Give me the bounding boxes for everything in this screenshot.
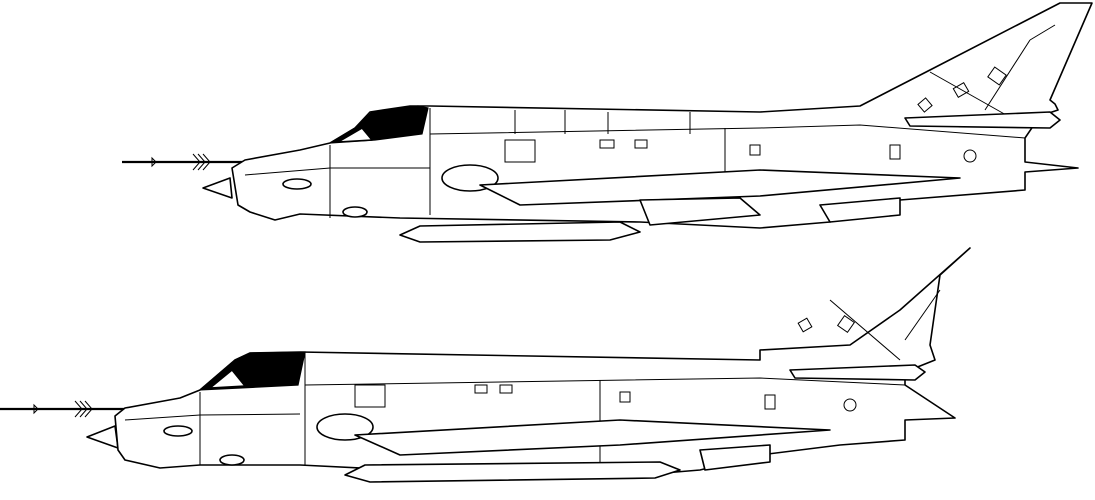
aircraft-top-group bbox=[122, 2, 1093, 243]
aircraft-bottom-group bbox=[0, 247, 971, 483]
